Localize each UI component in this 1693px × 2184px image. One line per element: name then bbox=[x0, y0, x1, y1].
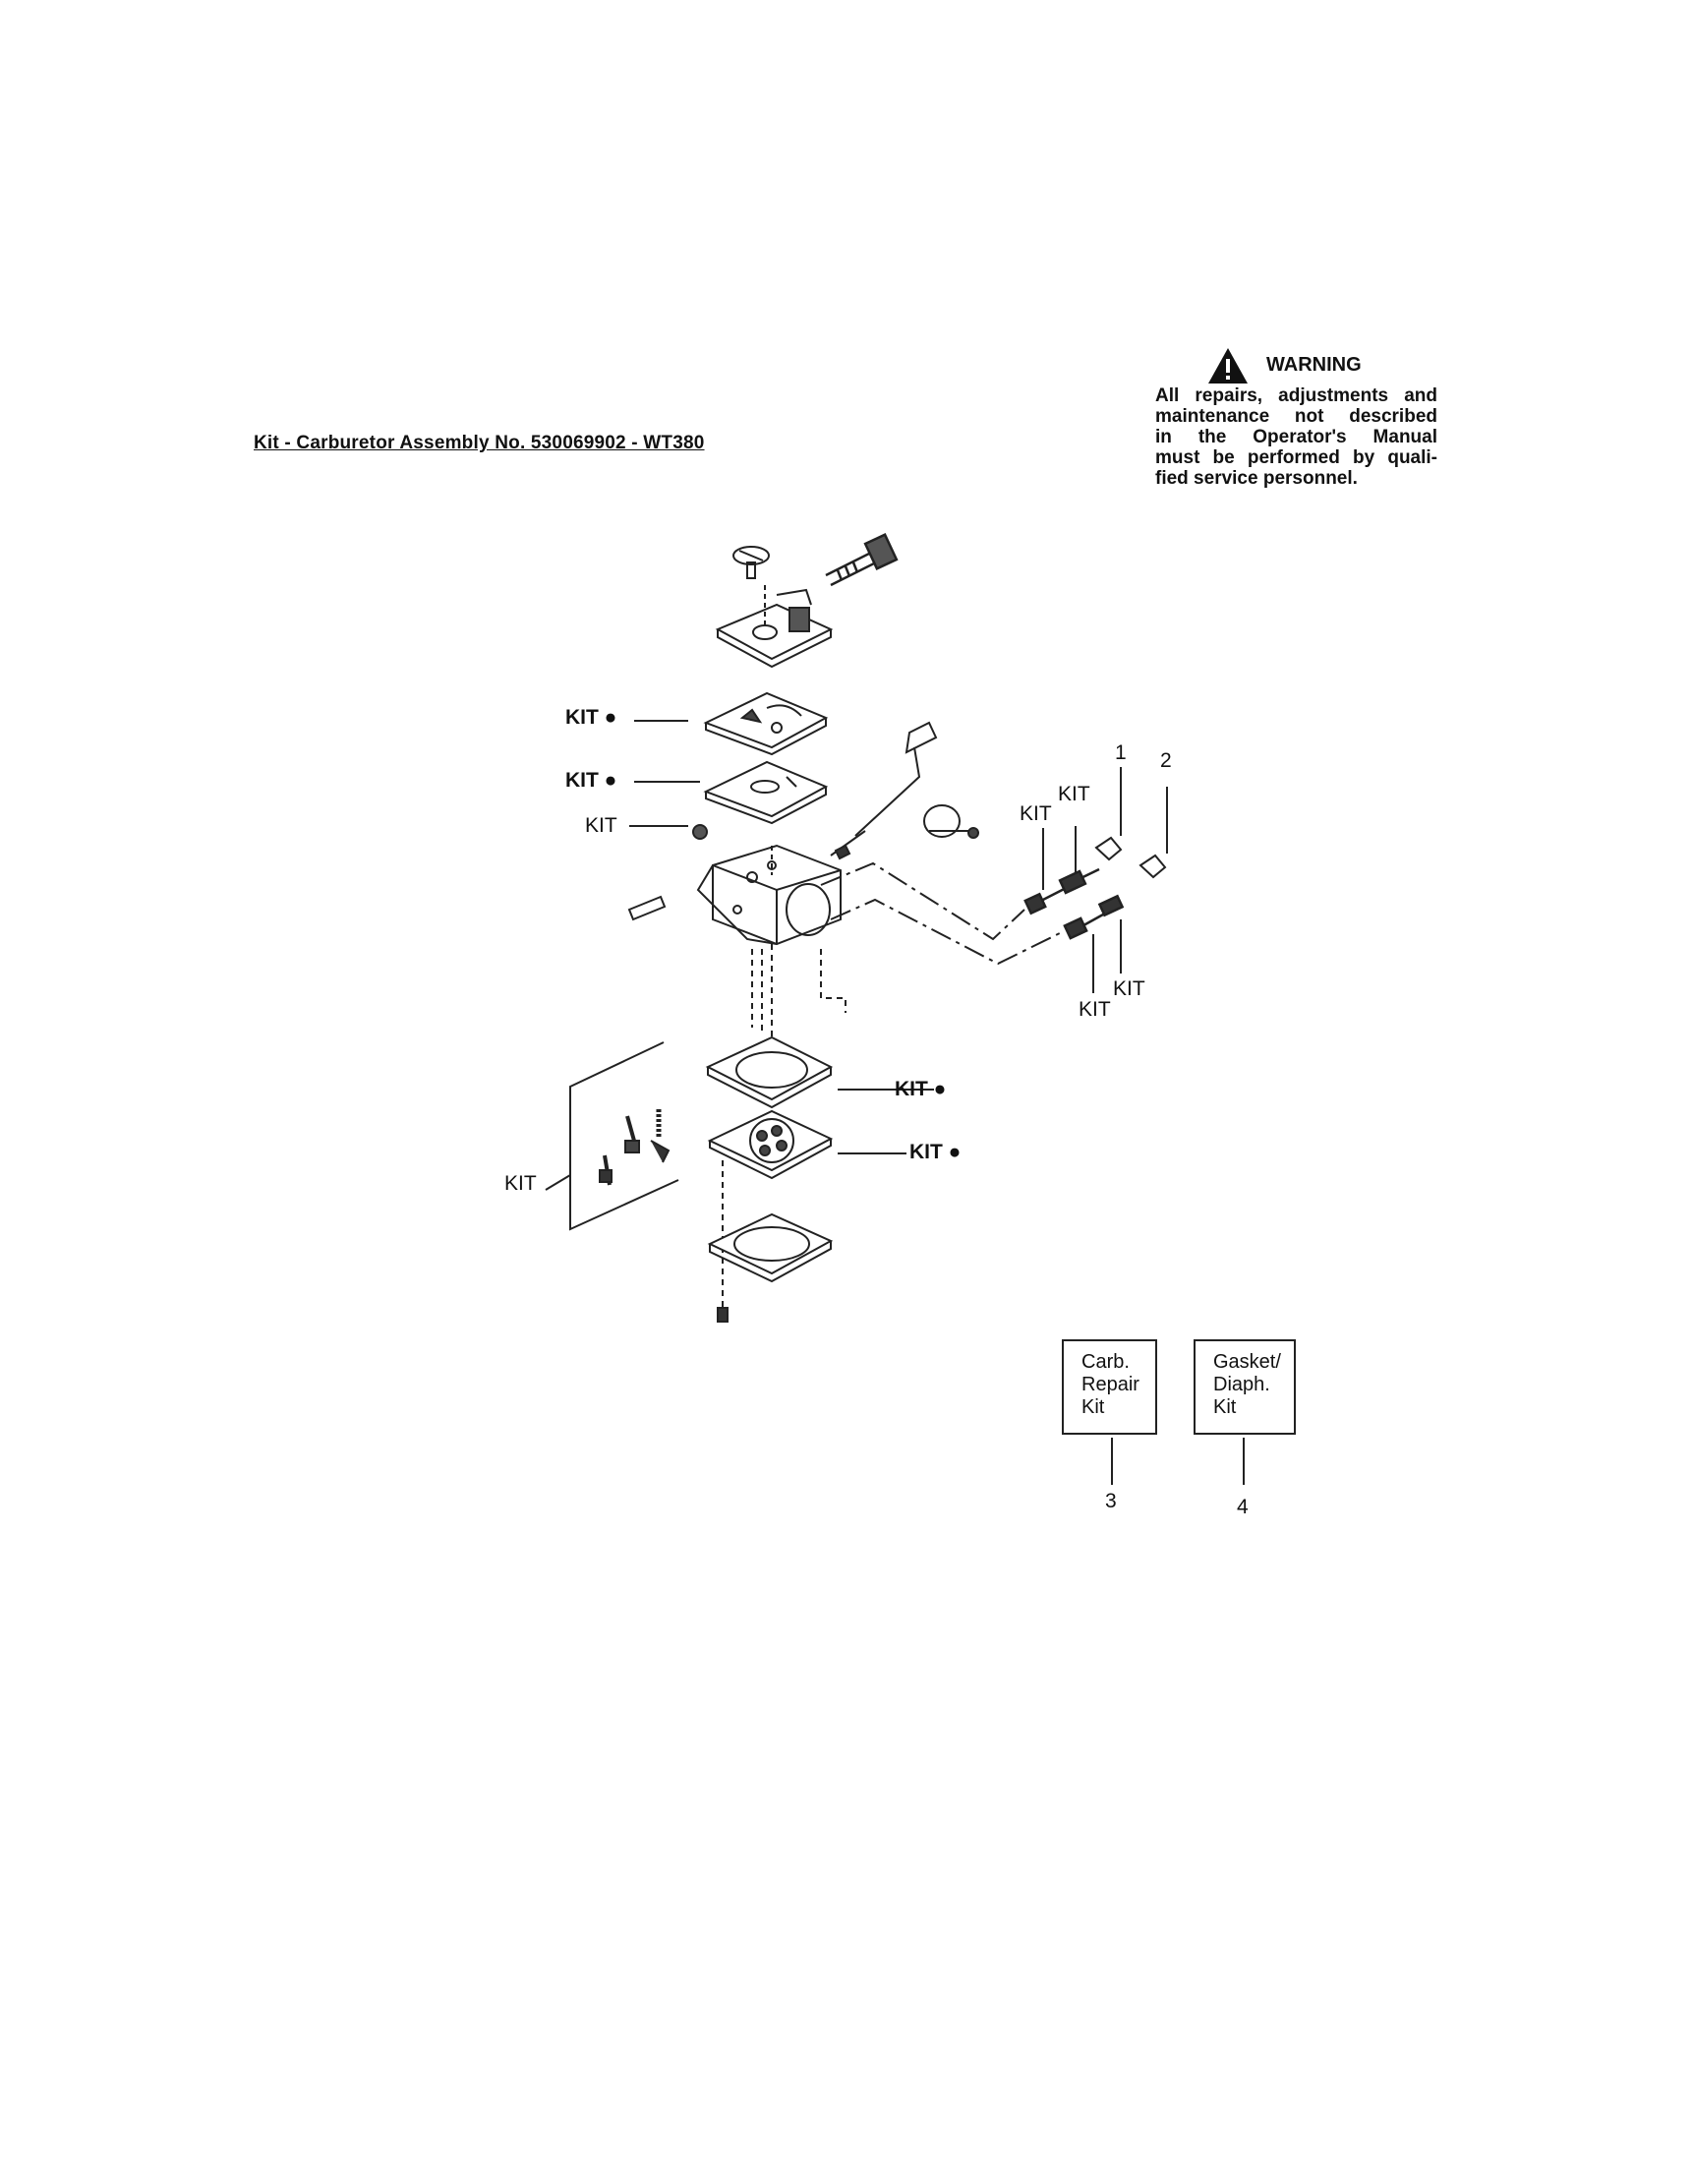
needle-valve-part bbox=[1023, 867, 1125, 940]
throttle-shaft-part bbox=[830, 721, 979, 860]
warning-line: must be performed by quali- bbox=[1155, 447, 1437, 468]
callout-number: 4 bbox=[1237, 1496, 1249, 1518]
alignment-lines bbox=[820, 861, 1063, 966]
box-line: Repair bbox=[1081, 1374, 1139, 1395]
screw-part bbox=[732, 546, 770, 579]
leader-lines bbox=[629, 720, 1245, 1485]
alignment-lines bbox=[722, 944, 846, 1308]
kit-label: KIT bbox=[504, 1172, 537, 1195]
warning-text: All repairs, adjustments and maintenance… bbox=[1155, 385, 1437, 489]
box-line: Diaph. bbox=[1213, 1374, 1270, 1395]
fitting-part bbox=[825, 533, 899, 587]
callout-number: 1 bbox=[1115, 741, 1127, 764]
gasket-part bbox=[703, 691, 829, 756]
warning-line: All repairs, adjustments and bbox=[1155, 385, 1437, 406]
box-line: Kit bbox=[1081, 1396, 1105, 1418]
pump-cover-part bbox=[715, 585, 834, 669]
warning-icon bbox=[1208, 348, 1248, 384]
callout-number: 3 bbox=[1105, 1490, 1117, 1512]
box-line: Gasket/ bbox=[1213, 1351, 1281, 1373]
kit-label: KIT bbox=[1113, 977, 1145, 1000]
carb-repair-kit-box: Carb. Repair Kit bbox=[1062, 1339, 1157, 1435]
warning-header: WARNING bbox=[1207, 346, 1463, 391]
washer-part bbox=[692, 824, 708, 840]
warning-line: fied service personnel. bbox=[1155, 468, 1358, 489]
kit-label: KIT bbox=[585, 814, 617, 837]
callout-number: 2 bbox=[1160, 749, 1172, 772]
diagram-title: Kit - Carburetor Assembly No. 530069902 … bbox=[254, 433, 705, 453]
limiter-cap-part bbox=[1094, 836, 1167, 879]
warning-line: maintenance not described bbox=[1155, 406, 1437, 427]
kit-label: KIT bbox=[1079, 998, 1111, 1021]
cover-screw-part bbox=[717, 1307, 729, 1323]
kit-label: KIT ● bbox=[895, 1078, 947, 1100]
kit-label: KIT bbox=[1058, 783, 1090, 805]
box-line: Carb. bbox=[1081, 1351, 1130, 1373]
metering-cover-part bbox=[707, 1212, 834, 1283]
carburetor-body-part bbox=[696, 844, 842, 946]
kit-label: KIT ● bbox=[565, 769, 617, 792]
kit-label: KIT bbox=[1020, 802, 1052, 825]
warning-line: in the Operator's Manual bbox=[1155, 427, 1437, 447]
warning-heading: WARNING bbox=[1266, 354, 1362, 376]
box-line: Kit bbox=[1213, 1396, 1237, 1418]
metering-gasket-part bbox=[705, 1035, 834, 1109]
inlet-needle-part bbox=[599, 1109, 671, 1186]
kit-label: KIT ● bbox=[909, 1141, 962, 1163]
kit-label: KIT ● bbox=[565, 706, 617, 729]
gasket-diaph-kit-box: Gasket/ Diaph. Kit bbox=[1194, 1339, 1296, 1435]
pump-diaphragm-part bbox=[703, 760, 829, 825]
metering-diaphragm-part bbox=[707, 1109, 834, 1180]
kit-group-bracket bbox=[545, 1041, 679, 1231]
pin-part bbox=[627, 895, 667, 921]
